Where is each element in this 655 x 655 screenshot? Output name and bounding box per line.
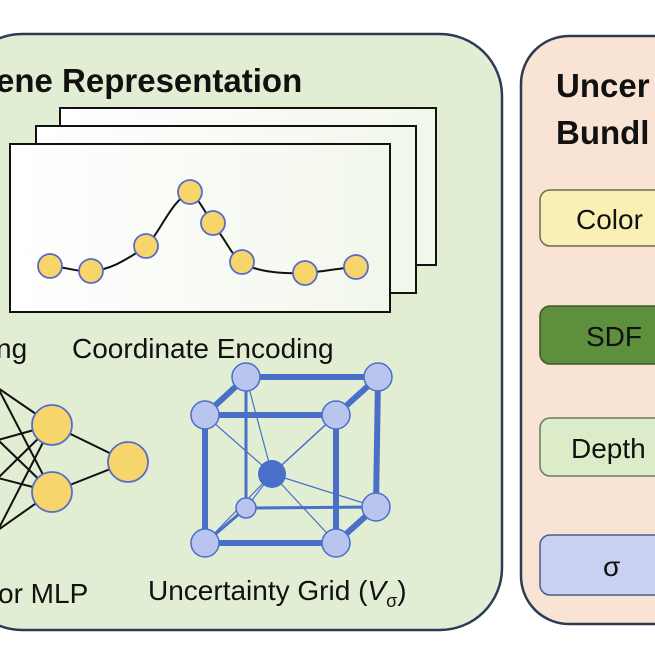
uncertainty-bundle-panel: Uncer Bundl Color SDF Depth σ bbox=[519, 34, 655, 626]
scene-panel-title: ene Representation bbox=[0, 62, 302, 99]
grid-corner-node bbox=[190, 400, 220, 430]
depth-box bbox=[539, 417, 655, 477]
color-box bbox=[539, 189, 655, 247]
encoding-node bbox=[292, 260, 318, 286]
bundle-panel-title-line2: Bundl bbox=[556, 114, 649, 151]
grid-corner-node bbox=[190, 528, 220, 558]
mlp-node bbox=[31, 471, 73, 513]
grid-symbol-v: V bbox=[367, 575, 388, 606]
encoding-node bbox=[177, 179, 203, 205]
encoding-node bbox=[343, 254, 369, 280]
left-cut-label: ng bbox=[0, 333, 27, 364]
grid-corner-node bbox=[321, 528, 351, 558]
encoding-node bbox=[229, 249, 255, 275]
grid-corner-node bbox=[235, 497, 257, 519]
encoding-node bbox=[78, 258, 104, 284]
color-box-label: Color bbox=[576, 204, 643, 235]
uncertainty-grid-cube bbox=[190, 362, 393, 558]
bundle-panel-title-line1: Uncer bbox=[556, 67, 650, 104]
sdf-box bbox=[539, 305, 655, 365]
grid-corner-node bbox=[231, 362, 261, 392]
encoding-node bbox=[133, 233, 159, 259]
uncertainty-grid-text: Uncertainty Grid ( bbox=[148, 575, 368, 606]
sigma-box bbox=[539, 534, 655, 596]
sigma-box-label: σ bbox=[603, 551, 620, 582]
grid-corner-node bbox=[363, 362, 393, 392]
mlp-output-node bbox=[107, 441, 149, 483]
uncertainty-grid-label: Uncertainty Grid (Vσ) bbox=[148, 575, 407, 611]
depth-box-label: Depth bbox=[571, 433, 646, 464]
scene-representation-panel: ene Representation ng Coordinate Encodin… bbox=[0, 32, 504, 632]
grid-label-close-paren: ) bbox=[397, 575, 406, 606]
encoding-node bbox=[200, 210, 226, 236]
grid-corner-node bbox=[321, 400, 351, 430]
sdf-box-label: SDF bbox=[586, 321, 642, 352]
mlp-label: or MLP bbox=[0, 578, 88, 609]
grid-corner-node bbox=[361, 492, 391, 522]
mlp-node bbox=[31, 404, 73, 446]
grid-symbol-sigma: σ bbox=[386, 591, 397, 611]
grid-center-node bbox=[258, 460, 286, 488]
encoding-node bbox=[37, 253, 63, 279]
encoding-card-front bbox=[9, 143, 391, 313]
coordinate-encoding-label: Coordinate Encoding bbox=[72, 333, 334, 364]
